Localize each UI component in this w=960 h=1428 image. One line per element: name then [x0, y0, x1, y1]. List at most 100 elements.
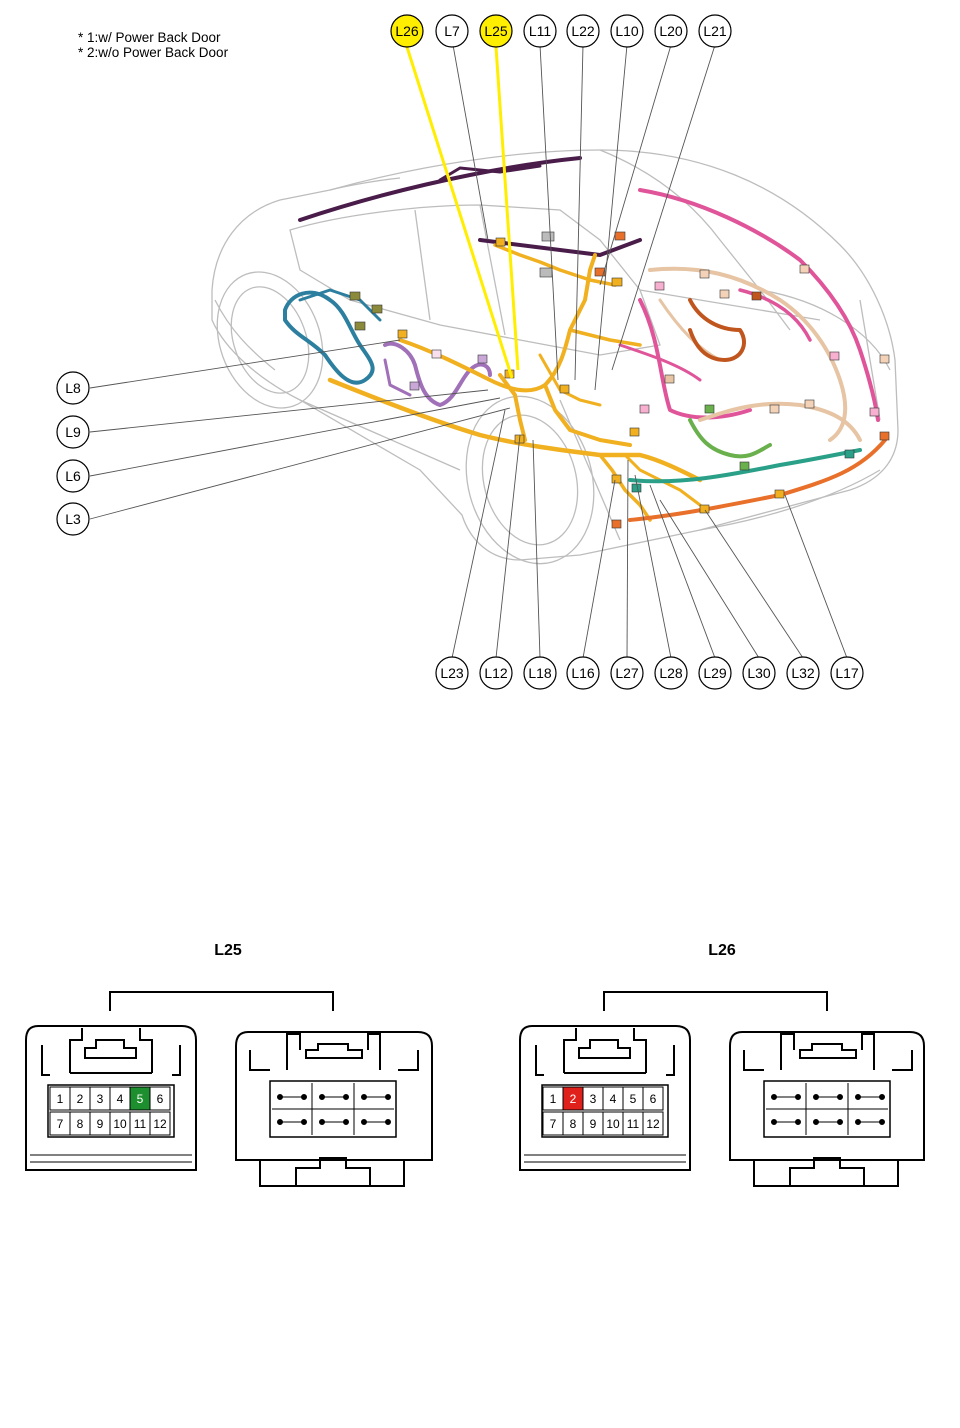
svg-text:L7: L7: [444, 23, 460, 39]
connector-l26-pin-grid: [542, 1086, 664, 1136]
callout-L20[interactable]: L20: [654, 14, 688, 48]
svg-text:8: 8: [570, 1117, 577, 1131]
note-with-power-back-door: * 1:w/ Power Back Door: [78, 30, 221, 45]
callout-L18[interactable]: L18: [523, 656, 557, 690]
svg-text:11: 11: [627, 1117, 640, 1131]
svg-text:3: 3: [97, 1092, 104, 1106]
callout-L26[interactable]: L26: [390, 14, 424, 48]
connector-l26-title: L26: [708, 942, 736, 959]
svg-text:L18: L18: [528, 665, 552, 681]
svg-text:7: 7: [550, 1117, 557, 1131]
svg-text:L8: L8: [65, 380, 81, 396]
connector-l25-male-face: [235, 1031, 433, 1187]
floor-harness: [327, 377, 703, 483]
svg-text:12: 12: [646, 1117, 660, 1131]
callout-L7[interactable]: L7: [435, 14, 469, 48]
svg-text:L30: L30: [747, 665, 771, 681]
connector-l25-female-face: [25, 1025, 197, 1171]
svg-text:7: 7: [57, 1117, 64, 1131]
callout-L25[interactable]: L25: [479, 14, 513, 48]
callout-L8[interactable]: L8: [56, 371, 90, 405]
svg-text:L27: L27: [615, 665, 639, 681]
callout-L28[interactable]: L28: [654, 656, 688, 690]
back-door-harness: [648, 266, 848, 442]
callouts-top: L26 L7 L25 L11 L22 L10 L20 L21: [390, 14, 732, 48]
harness-connector-blocks: [349, 231, 890, 529]
callout-L12[interactable]: L12: [479, 656, 513, 690]
callout-L9[interactable]: L9: [56, 415, 90, 449]
svg-text:L26: L26: [395, 23, 419, 39]
svg-text:5: 5: [630, 1092, 637, 1106]
svg-text:11: 11: [134, 1117, 147, 1131]
callouts-left: L8 L9 L6 L3: [56, 371, 90, 536]
svg-text:L32: L32: [791, 665, 815, 681]
svg-text:L10: L10: [615, 23, 639, 39]
highlight-leader-lines: [405, 46, 520, 379]
callout-L17[interactable]: L17: [830, 656, 864, 690]
connector-l26-male-pins: [766, 1083, 888, 1135]
svg-text:L28: L28: [659, 665, 683, 681]
connector-l26-bracket: [603, 991, 828, 1011]
connector-l26-male-face: [729, 1031, 925, 1187]
note-without-power-back-door: * 2:w/o Power Back Door: [78, 45, 229, 60]
callout-L23[interactable]: L23: [435, 656, 469, 690]
connector-l25-bracket: [109, 991, 334, 1011]
svg-text:1: 1: [550, 1092, 557, 1106]
callout-L30[interactable]: L30: [742, 656, 776, 690]
callout-L32[interactable]: L32: [786, 656, 820, 690]
svg-text:L9: L9: [65, 424, 81, 440]
svg-text:L16: L16: [571, 665, 595, 681]
svg-text:L11: L11: [529, 23, 552, 39]
svg-text:L29: L29: [703, 665, 727, 681]
callout-leader-lines: [89, 44, 848, 659]
svg-text:12: 12: [153, 1117, 167, 1131]
svg-text:10: 10: [113, 1117, 127, 1131]
vehicle-outline: [211, 149, 899, 565]
callouts-bottom: L23 L12 L18 L16 L27 L28 L29 L30: [435, 656, 864, 690]
callout-L10[interactable]: L10: [610, 14, 644, 48]
svg-text:L22: L22: [571, 23, 595, 39]
svg-text:L12: L12: [484, 665, 508, 681]
svg-text:9: 9: [590, 1117, 597, 1131]
callout-L22[interactable]: L22: [566, 14, 600, 48]
svg-text:4: 4: [610, 1092, 617, 1106]
callout-L11[interactable]: L11: [523, 14, 557, 48]
connector-l25-title: L25: [214, 942, 242, 959]
front-door-harness: [283, 290, 375, 385]
svg-text:5: 5: [137, 1092, 144, 1106]
svg-text:L3: L3: [65, 511, 81, 527]
roof-harness: [298, 156, 582, 222]
rear-door-harness: [383, 341, 492, 407]
svg-text:L25: L25: [484, 23, 508, 39]
svg-text:L21: L21: [703, 23, 727, 39]
callout-L6[interactable]: L6: [56, 459, 90, 493]
svg-text:4: 4: [117, 1092, 124, 1106]
callout-L21[interactable]: L21: [698, 14, 732, 48]
svg-text:L20: L20: [659, 23, 683, 39]
connector-l26-female-face: [519, 1025, 691, 1171]
svg-text:1: 1: [57, 1092, 64, 1106]
svg-text:L6: L6: [65, 468, 81, 484]
connector-l25-male-pins: [272, 1083, 394, 1135]
callout-L3[interactable]: L3: [56, 502, 90, 536]
connector-l25-pin-grid: [49, 1086, 171, 1136]
svg-text:L23: L23: [440, 665, 464, 681]
svg-text:6: 6: [650, 1092, 657, 1106]
power-back-door-notes: * 1:w/ Power Back Door * 2:w/o Power Bac…: [78, 30, 228, 60]
svg-text:9: 9: [97, 1117, 104, 1131]
svg-text:2: 2: [570, 1092, 577, 1106]
connector-l25: 1 2 3 4 5 6 7 8 9 10 11 12: [25, 991, 433, 1187]
svg-text:2: 2: [77, 1092, 84, 1106]
svg-text:L17: L17: [835, 665, 859, 681]
callout-L27[interactable]: L27: [610, 656, 644, 690]
connector-l25-pin-labels: 1 2 3 4 5 6 7 8 9 10 11 12: [57, 1092, 167, 1131]
callout-L29[interactable]: L29: [698, 656, 732, 690]
luggage-harness: [638, 188, 880, 422]
svg-text:6: 6: [157, 1092, 164, 1106]
svg-text:3: 3: [590, 1092, 597, 1106]
svg-text:8: 8: [77, 1117, 84, 1131]
connector-l26-pin-labels: 1 2 3 4 5 6 7 8 9 10 11 12: [550, 1092, 660, 1131]
callout-L16[interactable]: L16: [566, 656, 600, 690]
connector-l26: 1 2 3 4 5 6 7 8 9 10 11 12: [519, 991, 925, 1187]
